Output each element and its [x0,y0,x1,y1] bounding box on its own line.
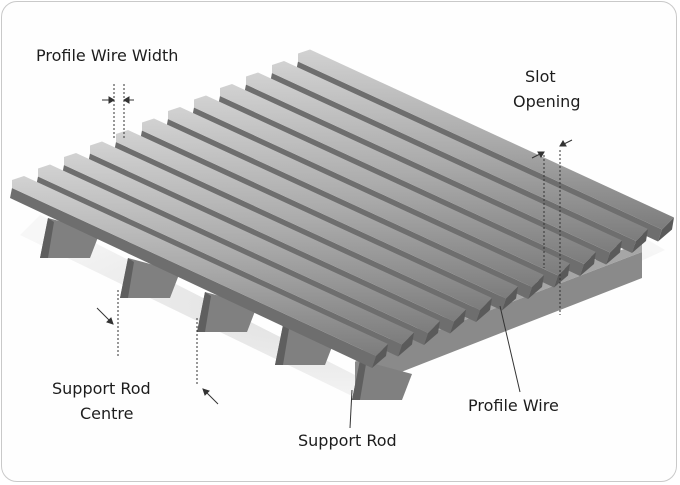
profile-wire-end [450,309,466,334]
profile-wire-top [12,176,388,356]
profile-wire-end [372,344,388,368]
label-opening: Opening [513,92,580,111]
profile-wire-end [658,217,674,242]
support-rod-face [352,360,412,400]
profile-wire-top [38,164,414,345]
profile-wire-top [142,118,518,299]
profile-wire-top [246,72,622,253]
profile-wire-top [298,49,674,230]
profile-wire-top [194,95,570,276]
profile-wire-end [476,298,492,322]
profile-wire-end [502,286,518,311]
support-rod-edge [352,360,366,400]
profile-wire-top [64,153,440,333]
support-rod-leader [349,389,353,429]
support-rod-edge [275,325,289,365]
label-support-rod: Support Rod [298,431,397,450]
label-slot: Slot [525,67,556,86]
label-support-rod-centre-2: Centre [80,404,134,423]
label-profile-wire: Profile Wire [468,396,559,415]
leader-lines [96,84,573,429]
profile-wire [10,176,388,368]
support-rod [352,360,412,400]
profile-wire-end [424,321,440,345]
profile-wires [10,49,674,368]
profile-wire-end [398,332,414,357]
support-rod-edge [197,292,211,332]
profile-wire-leader [499,305,521,393]
support-rod-edge [120,258,134,298]
profile-wire-top [116,130,492,310]
label-support-rod-centre-1: Support Rod [52,379,151,398]
profile-wire-top [90,141,466,322]
profile-wire-end [580,252,596,276]
profile-wire-side [10,188,376,368]
profile-wire-end [554,263,570,288]
profile-wire-end [606,240,622,265]
profile-wire-end [632,229,648,253]
profile-wire-top [168,107,544,287]
label-profile-wire-width: Profile Wire Width [36,46,178,65]
profile-wire-end [528,275,544,299]
profile-wire-top [272,61,648,241]
profile-wire-top [220,84,596,264]
support-rod-edge [40,218,54,258]
